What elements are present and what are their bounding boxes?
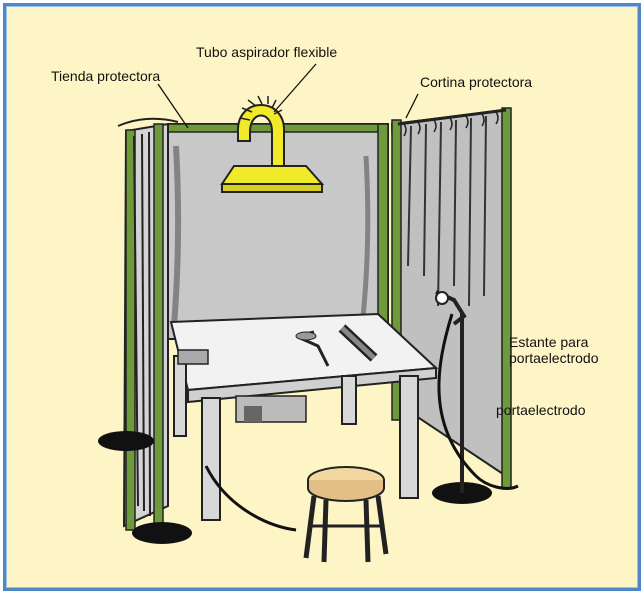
label-stand-line2: portaelectrodo [509,350,599,366]
curtain-right [390,107,512,489]
label-curtain: Cortina protectora [420,74,533,90]
label-tube: Tubo aspirador flexible [196,44,338,60]
tent-left-panel [117,117,179,535]
welding-table-icon [169,312,439,521]
diagram-frame: Tubo aspirador flexible Tienda protector… [3,3,641,591]
stool-icon [303,466,389,563]
pole-bases [98,312,492,544]
label-holder: portaelectrodo [496,402,586,418]
callout-lines [157,63,419,129]
welding-booth-illustration [98,63,519,563]
label-tent: Tienda protectora [51,68,161,84]
label-stand-line1: Estante para [509,334,589,350]
electrode-holder-icon [204,290,519,532]
extraction-hood-icon [220,95,325,193]
